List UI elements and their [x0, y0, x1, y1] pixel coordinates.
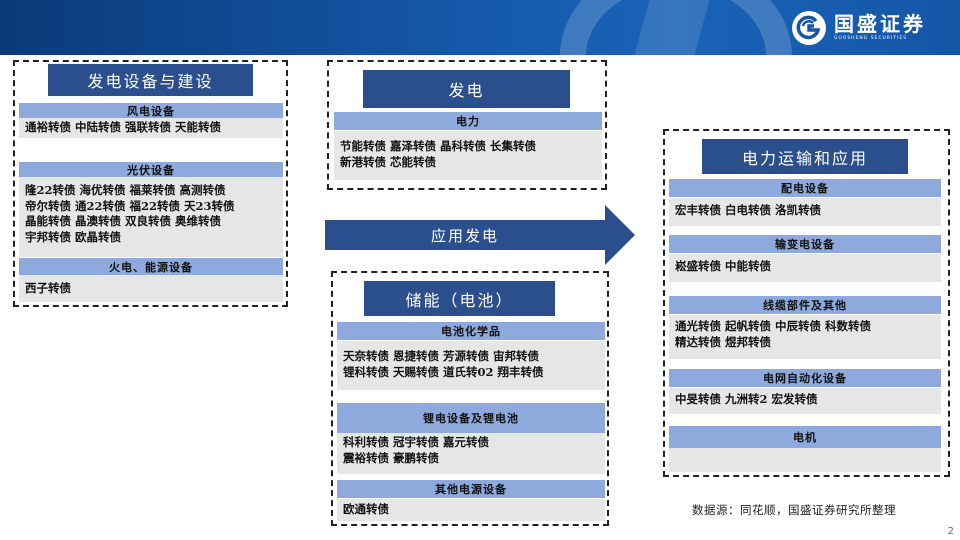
bond-list-line: 震裕转债 豪鹏转债: [343, 450, 440, 465]
bond-list-line: 精达转债 煜邦转债: [675, 334, 772, 349]
brand-logo: 国盛证券 GUOSHENG SECURITIES: [792, 9, 926, 47]
bond-list-line: 帝尔转债 通22转债 福22转债 天23转债: [25, 198, 235, 213]
bond-list-line: 欧通转债: [343, 502, 389, 516]
bond-list-line: 宏丰转债 白电转债 洛凯转债: [675, 203, 822, 217]
bond-list-line: 新港转债 芯能转债: [340, 154, 437, 169]
transmission-title: 电力运输和应用: [702, 139, 908, 174]
transmission-section: [663, 129, 950, 477]
bond-list-line: 中旻转债 九洲转2 宏发转债: [675, 392, 818, 406]
transmission-group-head: 配电设备: [669, 179, 941, 197]
transmission-group-content: 通光转债 起帆转债 中辰转债 科数转债 精达转债 煜邦转债: [669, 315, 941, 359]
storage-group-content: 天奈转债 恩捷转债 芳源转债 宙邦转债 锂科转债 天赐转债 道氏转02 翔丰转债: [337, 341, 605, 390]
generation-title: 发电: [363, 70, 570, 108]
bond-list-line: 天奈转债 恩捷转债 芳源转债 宙邦转债: [343, 349, 540, 363]
generation-section: [327, 60, 607, 190]
transmission-group-head: 电机: [669, 426, 941, 448]
gen-equipment-section: [13, 60, 288, 307]
data-source-note: 数据源：同花顺，国盛证券研究所整理: [692, 503, 896, 517]
bond-list-line: 通裕转债 中陆转债 强联转债 天能转债: [25, 120, 222, 134]
transmission-group-content: 中旻转债 九洲转2 宏发转债: [669, 388, 941, 414]
bond-list-line: 崧盛转债 中能转债: [675, 259, 772, 273]
bond-list-line: 西子转债: [25, 281, 71, 295]
storage-group-content: 科利转债 冠宇转债 嘉元转债 震裕转债 豪鹏转债: [337, 433, 605, 474]
storage-group-head: 其他电源设备: [337, 480, 605, 498]
storage-title: 储能（电池）: [364, 281, 555, 316]
header-bar: 国盛证券 GUOSHENG SECURITIES: [0, 0, 960, 55]
application-arrow: 应用发电: [325, 205, 635, 265]
gen-equipment-title: 发电设备与建设: [48, 64, 253, 96]
bond-list-line: 晶能转债 晶澳转债 双良转债 奥维转债: [25, 214, 222, 228]
transmission-group-head: 电网自动化设备: [669, 369, 941, 387]
brand-name-cn: 国盛证券: [834, 12, 926, 36]
gen-equipment-group-content: 通裕转债 中陆转债 强联转债 天能转债: [19, 118, 283, 138]
storage-section: [331, 271, 609, 526]
transmission-group-head: 输变电设备: [669, 235, 941, 253]
bond-list-line: 宇邦转债 欧晶转债: [25, 229, 122, 244]
transmission-group-head: 线缆部件及其他: [669, 296, 941, 314]
bond-list-line: 科利转债 冠宇转债 嘉元转债: [343, 435, 490, 449]
bond-list-line: 隆22转债 海优转债 福莱转债 高测转债: [25, 183, 226, 197]
gen-equipment-group-content: 隆22转债 海优转债 福莱转债 高测转债 帝尔转债 通22转债 福22转债 天2…: [19, 177, 283, 257]
brand-name-en: GUOSHENG SECURITIES: [834, 36, 908, 41]
bond-list-line: 锂科转债 天赐转债 道氏转02 翔丰转债: [343, 364, 544, 379]
gen-equipment-group-content: 西子转债: [19, 275, 283, 302]
generation-group-content: 节能转债 嘉泽转债 晶科转债 长集转债 新港转债 芯能转债: [334, 131, 602, 180]
transmission-group-content: 崧盛转债 中能转债: [669, 254, 941, 282]
storage-group-content: 欧通转债: [337, 499, 605, 521]
gen-equipment-group-head: 火电、能源设备: [19, 258, 283, 275]
bond-list-line: 节能转债 嘉泽转债 晶科转债 长集转债: [340, 139, 537, 153]
gen-equipment-group-head: 光伏设备: [19, 162, 283, 177]
storage-group-head: 锂电设备及锂电池: [337, 403, 605, 433]
page-number: 2: [947, 526, 954, 537]
transmission-group-content: 宏丰转债 白电转债 洛凯转债: [669, 198, 941, 226]
transmission-group-content: [669, 448, 941, 472]
gen-equipment-group-head: 风电设备: [19, 103, 283, 118]
brand-logo-icon: [792, 11, 826, 45]
storage-group-head: 电池化学品: [337, 322, 605, 340]
bond-list-line: 通光转债 起帆转债 中辰转债 科数转债: [675, 319, 872, 333]
generation-group-head: 电力: [334, 112, 602, 130]
arrow-label: 应用发电: [430, 226, 499, 245]
right-arrow-icon: [325, 205, 635, 265]
